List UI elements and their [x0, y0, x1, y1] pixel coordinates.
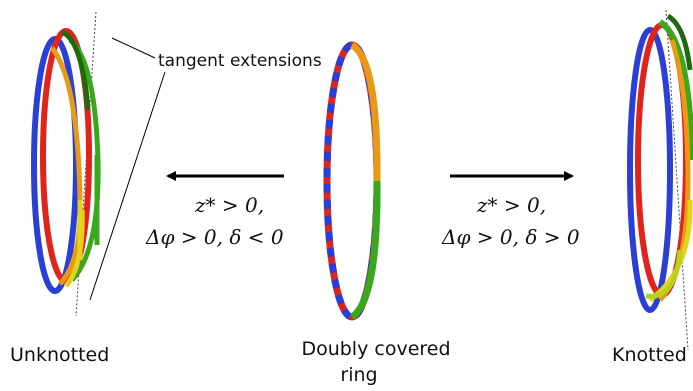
left-condition-line1: z* > 0, [194, 193, 264, 217]
left-orange-arc [50, 46, 83, 286]
doubly-covered-caption-line1: Doubly covered [301, 338, 450, 360]
unknotted-ring [31, 11, 101, 317]
annotation-leader-top [111, 37, 156, 59]
right-blue-loop [627, 27, 673, 313]
doubly-covered-ring [323, 41, 381, 321]
center-ring-green-arc [349, 180, 381, 320]
unknotted-caption: Unknotted [10, 344, 109, 366]
right-green-arc [658, 19, 693, 161]
right-tangent-dotted-line [665, 9, 689, 351]
knotted-ring [627, 9, 693, 351]
left-darkgreen-arc [60, 29, 91, 111]
doubly-covered-caption-line2: ring [340, 364, 377, 386]
right-darkgreen-arc [666, 13, 693, 71]
tangent-extensions-label: tangent extensions [158, 51, 322, 71]
right-yellowgreen-arc [645, 249, 683, 299]
annotation-leader-bottom [89, 71, 166, 301]
center-ring-orange-arc [349, 41, 381, 182]
left-red-loop [40, 28, 92, 284]
knotted-caption: Knotted [612, 344, 687, 366]
left-condition-line2: Δφ > 0, δ < 0 [145, 225, 284, 249]
right-condition-line1: z* > 0, [476, 193, 546, 217]
right-condition-line2: Δφ > 0, δ > 0 [441, 225, 580, 249]
